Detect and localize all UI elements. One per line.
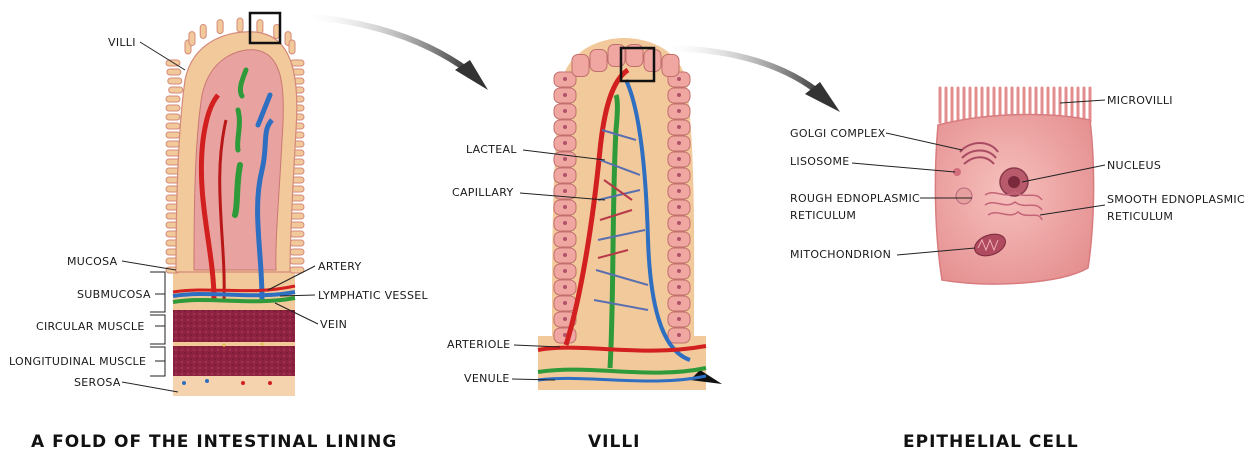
cell-nucleus	[677, 269, 681, 273]
cell-nucleus	[677, 109, 681, 113]
label-golgi-complex: GOLGI COMPLEX	[790, 127, 886, 140]
label-venule: VENULE	[464, 372, 510, 385]
label-longitudinal-muscle: LONGITUDINAL MUSCLE	[9, 355, 146, 368]
cell-nucleus	[563, 77, 567, 81]
muscle-divider	[173, 342, 295, 346]
cell-nucleus	[563, 221, 567, 225]
cell-nucleus	[677, 173, 681, 177]
cell-nucleus	[563, 173, 567, 177]
fold-finger	[290, 231, 304, 237]
cell-nucleus	[563, 237, 567, 241]
cell-nucleus	[563, 317, 567, 321]
cell-nucleus	[677, 221, 681, 225]
cell-nucleus	[677, 205, 681, 209]
label-rough-er-1: ROUGH EDNOPLASMIC	[790, 192, 920, 205]
label-rough-er-2: RETICULUM	[790, 209, 856, 222]
epithelial-cell	[662, 55, 679, 77]
fold-finger	[189, 32, 195, 46]
cell-nucleus	[677, 141, 681, 145]
fold-finger	[290, 240, 304, 246]
cell-nucleus	[677, 253, 681, 257]
cell-nucleus	[563, 285, 567, 289]
fold-finger	[166, 96, 180, 102]
label-lacteal: LACTEAL	[466, 143, 517, 156]
longitudinal-muscle-layer	[173, 346, 295, 376]
label-artery: ARTERY	[318, 260, 362, 273]
label-circular-muscle: CIRCULAR MUSCLE	[36, 320, 145, 333]
cell-nucleus	[677, 285, 681, 289]
epithelial-cell	[590, 50, 607, 72]
cell-nucleus	[563, 157, 567, 161]
label-capillary: CAPILLARY	[452, 186, 513, 199]
cell-panel: MICROVILLI GOLGI COMPLEX LISOSOME NUCLEU…	[790, 88, 1245, 284]
cell-nucleus	[677, 189, 681, 193]
fold-finger	[290, 267, 304, 273]
label-serosa: SEROSA	[74, 376, 121, 389]
fold-finger	[290, 258, 304, 264]
cell-nucleus	[563, 205, 567, 209]
epithelial-cell	[644, 50, 661, 72]
cell-nucleus	[677, 77, 681, 81]
cell-nucleus	[563, 109, 567, 113]
cell-nucleus	[563, 269, 567, 273]
cell-nucleus	[563, 125, 567, 129]
fold-finger	[166, 114, 180, 120]
cell-nucleus	[563, 301, 567, 305]
label-lisosome: LISOSOME	[790, 155, 850, 168]
cell-nucleus	[677, 157, 681, 161]
cell-nucleus	[677, 93, 681, 97]
fold-finger	[166, 141, 180, 147]
label-mitochondrion: MITOCHONDRION	[790, 248, 891, 261]
cell-nucleus	[677, 237, 681, 241]
fold-finger	[169, 87, 183, 93]
epithelial-cell	[572, 55, 589, 77]
fold-finger	[166, 105, 180, 111]
fold-finger	[168, 78, 182, 84]
label-arteriole: ARTERIOLE	[447, 338, 510, 351]
vesicle	[956, 188, 972, 204]
villus-panel: LACTEAL CAPILLARY ARTERIOLE VENULE	[447, 38, 722, 390]
fold-finger	[290, 222, 304, 228]
title-fold: A FOLD OF THE INTESTINAL LINING	[31, 432, 397, 452]
serosa-layer	[173, 376, 295, 396]
cell-nucleus	[677, 317, 681, 321]
fold-finger	[200, 24, 206, 38]
nucleolus	[1008, 176, 1020, 188]
fold-finger	[167, 69, 181, 75]
fold-lacteal-2	[238, 110, 240, 150]
label-villi: VILLI	[108, 36, 136, 49]
fold-finger	[257, 20, 263, 34]
fold-finger	[166, 123, 180, 129]
fold-finger	[290, 249, 304, 255]
villus-base	[538, 336, 706, 390]
cell-nucleus	[563, 189, 567, 193]
label-submucosa: SUBMUCOSA	[77, 288, 151, 301]
title-epithelial-cell: EPITHELIAL CELL	[903, 432, 1079, 452]
label-smooth-er-2: RETICULUM	[1107, 210, 1173, 223]
title-villi: VILLI	[588, 432, 640, 452]
label-mucosa: MUCOSA	[67, 255, 118, 268]
fold-finger	[217, 20, 223, 34]
cell-nucleus	[563, 253, 567, 257]
fold-finger	[237, 18, 243, 32]
label-vein: VEIN	[320, 318, 347, 331]
cell-nucleus	[677, 125, 681, 129]
circular-muscle-layer	[173, 310, 295, 344]
fold-panel: VILLI MUCOSA SUBMUCOSA CIRCULAR MUSCLE L…	[9, 13, 428, 396]
fold-finger	[166, 132, 180, 138]
cell-nucleus	[563, 141, 567, 145]
cell-nucleus	[563, 93, 567, 97]
fold-finger	[289, 40, 295, 54]
label-smooth-er-1: SMOOTH EDNOPLASMIC	[1107, 193, 1245, 206]
label-microvilli: MICROVILLI	[1107, 94, 1173, 107]
label-lymphatic-vessel: LYMPHATIC VESSEL	[318, 289, 428, 302]
cell-nucleus	[677, 333, 681, 337]
label-nucleus: NUCLEUS	[1107, 159, 1161, 172]
cell-nucleus	[677, 301, 681, 305]
zoom-arrow-1	[300, 16, 470, 72]
